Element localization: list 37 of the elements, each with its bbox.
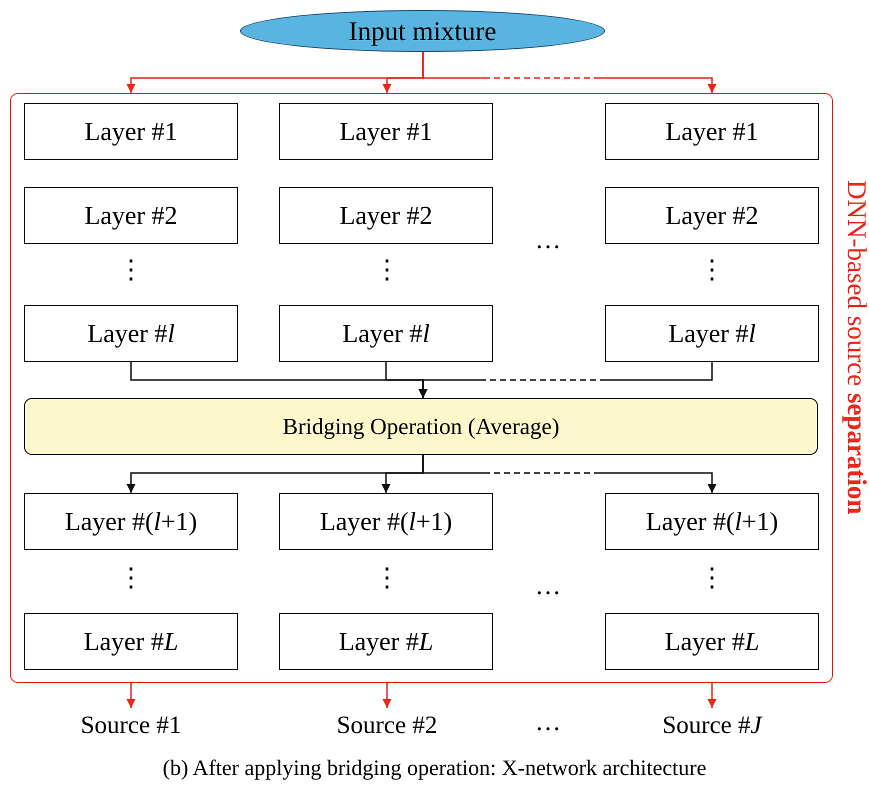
layer-box: Layer #l bbox=[279, 305, 493, 362]
layer-box: Layer #L bbox=[279, 613, 493, 670]
source-label: Source #1 bbox=[56, 708, 206, 742]
caption: (b) After applying bridging operation: X-network architecture bbox=[162, 757, 708, 779]
ellipsis-mark: … bbox=[535, 573, 561, 599]
ellipsis-mark: ⋮ bbox=[118, 565, 144, 591]
layer-box: Layer #2 bbox=[24, 187, 238, 244]
layer-box: Layer #2 bbox=[279, 187, 493, 244]
input-ellipse: Input mixture bbox=[240, 10, 605, 52]
source-label: Source #2 bbox=[312, 708, 462, 742]
layer-box: Layer #(l+1) bbox=[24, 493, 238, 550]
ellipsis-mark: ⋮ bbox=[699, 257, 725, 283]
arrow bbox=[422, 455, 716, 493]
arrow bbox=[126, 683, 136, 708]
layer-box: Layer #l bbox=[605, 305, 819, 362]
layer-box: Layer #2 bbox=[605, 187, 819, 244]
ellipsis-mark: … bbox=[535, 709, 561, 735]
layer-box: Layer #1 bbox=[605, 103, 819, 160]
layer-box: Layer #L bbox=[24, 613, 238, 670]
ellipsis-mark: … bbox=[535, 227, 561, 253]
ellipsis-mark: ⋮ bbox=[699, 565, 725, 591]
arrow bbox=[422, 52, 716, 93]
ellipsis-mark: ⋮ bbox=[374, 257, 400, 283]
ellipsis-mark: ⋮ bbox=[118, 257, 144, 283]
arrow bbox=[382, 683, 392, 708]
arrow bbox=[418, 362, 713, 398]
arrow bbox=[708, 683, 716, 708]
layer-box: Layer #1 bbox=[24, 103, 238, 160]
layer-box: Layer #L bbox=[605, 613, 819, 670]
source-label: Source #J bbox=[637, 708, 787, 742]
side-title: DNN-based source separation bbox=[843, 180, 869, 514]
layer-box: Layer #1 bbox=[279, 103, 493, 160]
bridging-box: Bridging Operation (Average) bbox=[24, 398, 818, 455]
layer-box: Layer #(l+1) bbox=[605, 493, 819, 550]
ellipsis-mark: ⋮ bbox=[374, 565, 400, 591]
layer-box: Layer #l bbox=[24, 305, 238, 362]
layer-box: Layer #(l+1) bbox=[279, 493, 493, 550]
